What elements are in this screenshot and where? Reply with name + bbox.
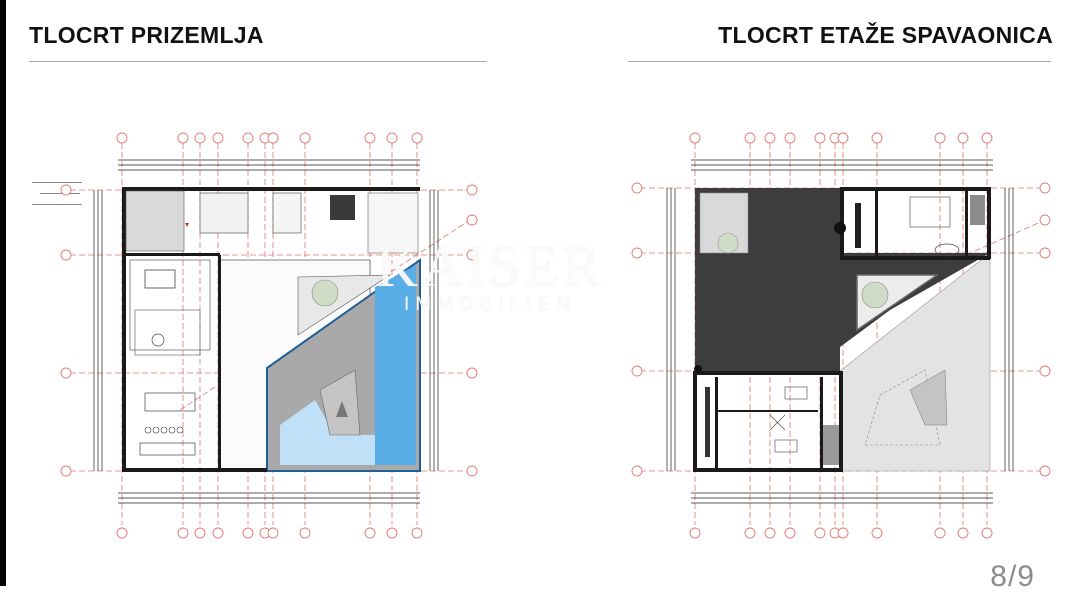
ground-floor-title-divider xyxy=(29,61,487,62)
bedroom-floor-title-divider xyxy=(628,61,1051,62)
bedroom-floor-plan xyxy=(625,125,1065,550)
ground-floor-title: TLOCRT PRIZEMLJA xyxy=(29,22,264,48)
left-edge-bar xyxy=(0,0,6,586)
page-indicator: 8/9 xyxy=(990,560,1035,593)
entrance-stair-marks xyxy=(32,182,82,215)
ground-floor-plan xyxy=(30,125,490,550)
bedroom-floor-title: TLOCRT ETAŽE SPAVAONICA xyxy=(718,22,1053,48)
